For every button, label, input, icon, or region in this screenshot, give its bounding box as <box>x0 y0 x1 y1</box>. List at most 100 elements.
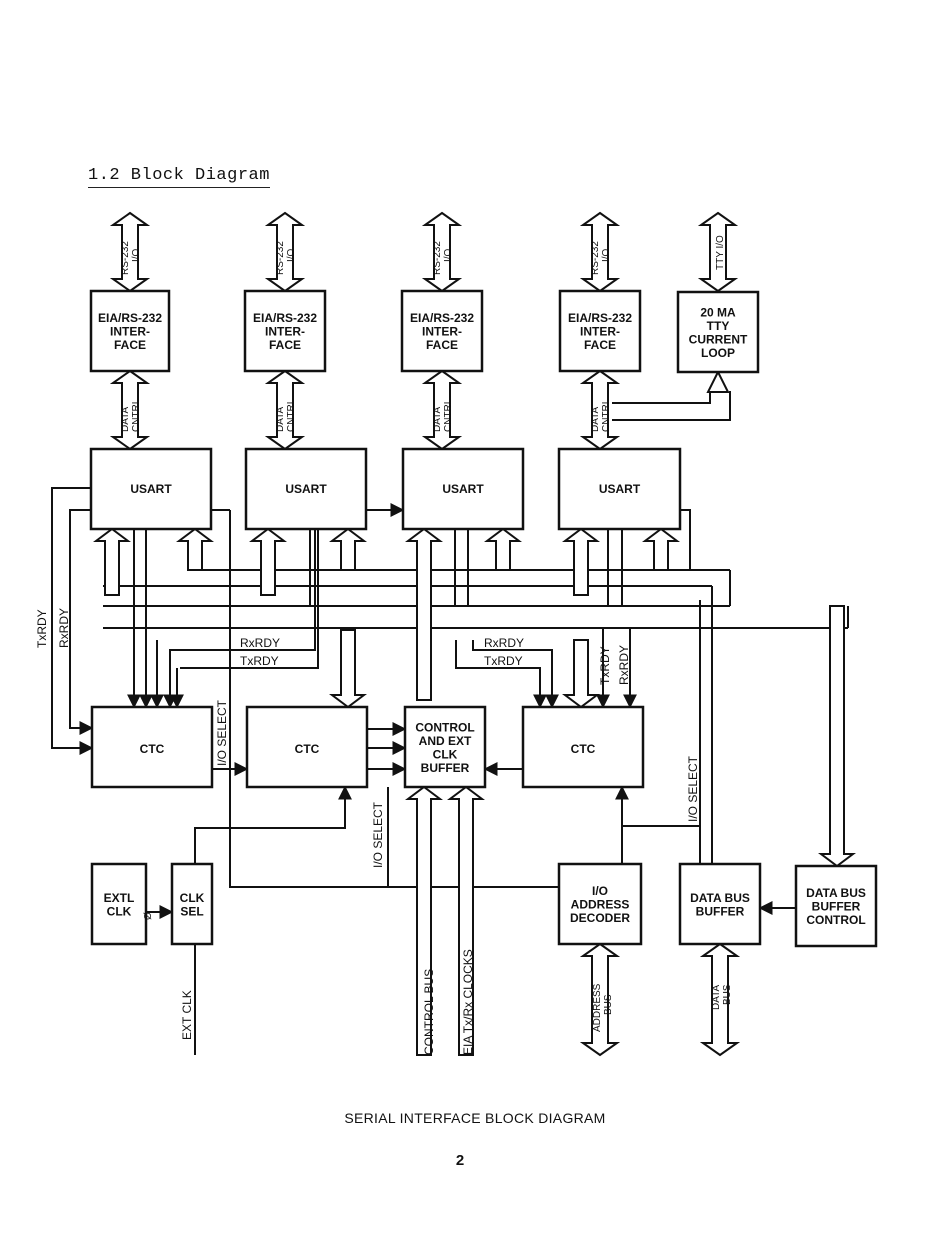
box-eia4-label: EIA/RS-232 <box>568 311 632 325</box>
box-ctc1-frame <box>90 705 214 789</box>
box-ctc3: CTC <box>521 705 645 789</box>
box-clksel-label: CLK <box>180 891 205 905</box>
phi-label: Ø <box>143 912 154 920</box>
box-usart4: USART <box>557 447 682 531</box>
box-eia1-label: FACE <box>114 338 146 352</box>
rxrdy-line <box>472 640 559 709</box>
txrdy-label: TxRDY <box>598 646 612 685</box>
rs232-label: RS-232 <box>275 241 286 275</box>
tty-link <box>612 391 731 421</box>
box-usart1-frame <box>89 447 213 531</box>
page-number: 2 <box>455 1152 465 1169</box>
io-label: I/O <box>131 248 142 262</box>
box-usart3-frame <box>401 447 525 531</box>
usart-bus-arrow <box>405 527 443 701</box>
cntrl-label: CNTRL <box>131 398 142 432</box>
io-select-label: I/O SELECT <box>686 755 700 822</box>
usart-bus-arrow <box>249 527 287 596</box>
section-heading: 1.2 Block Diagram <box>88 166 270 188</box>
txrdy-line <box>455 640 547 709</box>
txrdy-label: TxRDY <box>240 654 279 668</box>
rxrdy-line <box>163 529 316 709</box>
rxrdy-label: RxRDY <box>240 636 280 650</box>
box-usart4-frame <box>557 447 682 531</box>
box-eia2-frame <box>243 289 327 373</box>
cntrl-label: CNTRL <box>601 398 612 432</box>
box-eia4-label: INTER- <box>580 325 620 339</box>
buffer-ctl-arrow <box>818 605 856 868</box>
box-tty-label: LOOP <box>701 346 735 360</box>
box-control-label: AND EXT <box>419 734 472 748</box>
io-select-line <box>229 510 559 888</box>
control-bus-arrow <box>405 785 443 1056</box>
box-usart4-label: USART <box>599 482 641 496</box>
usart-bus-arrow <box>93 527 131 596</box>
data-label: DATA <box>711 984 722 1010</box>
box-eia3-label: INTER- <box>422 325 462 339</box>
cntrl-label: CNTRL <box>443 398 454 432</box>
box-databufctl-label: DATA BUS <box>806 886 866 900</box>
rs232-label: RS-232 <box>120 241 131 275</box>
box-eia3-label: FACE <box>426 338 458 352</box>
clk-sel-line <box>194 785 352 864</box>
box-clksel-frame <box>170 862 214 946</box>
txrdy-label: TxRDY <box>484 654 523 668</box>
tty-link <box>612 391 711 404</box>
box-usart2-frame <box>244 447 368 531</box>
box-eia4-frame <box>558 289 642 373</box>
component-boxes: EIA/RS-232INTER-FACEEIA/RS-232INTER-FACE… <box>89 289 878 948</box>
box-ctc2-label: CTC <box>295 742 320 756</box>
box-usart3: USART <box>401 447 525 531</box>
rxrdy-left <box>69 509 94 735</box>
box-databuf-label: BUFFER <box>696 904 745 918</box>
io-label: I/O <box>601 248 612 262</box>
box-eia2-label: FACE <box>269 338 301 352</box>
rs232-label: RS-232 <box>590 241 601 275</box>
box-control-frame <box>403 705 487 789</box>
box-control-label: CONTROL <box>415 720 474 734</box>
box-databuf-label: DATA BUS <box>690 891 750 905</box>
data-label: DATA <box>590 406 601 432</box>
cntrl-label: CNTRL <box>286 398 297 432</box>
address-label: ADDRESS <box>592 983 603 1032</box>
control-bus-label: CONTROL BUS <box>422 969 436 1055</box>
rxrdy-label: RxRDY <box>617 645 631 685</box>
box-ctc2: CTC <box>245 705 369 789</box>
rxrdy-label: RxRDY <box>484 636 524 650</box>
box-eia1-frame <box>89 289 171 373</box>
box-control-label: BUFFER <box>421 761 470 775</box>
eia-clock-arrow <box>447 785 485 1056</box>
ctc-bus-arrow <box>562 639 600 709</box>
data-label: DATA <box>120 406 131 432</box>
io-select-line <box>622 787 701 827</box>
txrdy-left <box>51 487 94 755</box>
box-ioaddr-label: DECODER <box>570 911 630 925</box>
box-usart2: USART <box>244 447 368 531</box>
eia-clocks-label: EIA Tx/Rx CLOCKS <box>461 949 475 1055</box>
box-usart2-label: USART <box>285 482 327 496</box>
box-eia1-label: EIA/RS-232 <box>98 311 162 325</box>
box-ctc3-label: CTC <box>571 742 596 756</box>
bus-label: BUS <box>722 984 733 1005</box>
usart-link <box>680 509 691 570</box>
box-databufctl-frame <box>794 864 878 948</box>
usart-bus-arrow <box>562 527 600 596</box>
rxrdy-label: RxRDY <box>57 608 71 648</box>
rs232-label: RS-232 <box>432 241 443 275</box>
box-tty-frame <box>676 290 760 374</box>
box-usart3-label: USART <box>442 482 484 496</box>
usart-bus-arrow <box>484 527 522 571</box>
usart-bus-arrow <box>176 527 214 571</box>
txrdy-label: TxRDY <box>35 609 49 648</box>
bus-label: BUS <box>603 994 614 1015</box>
